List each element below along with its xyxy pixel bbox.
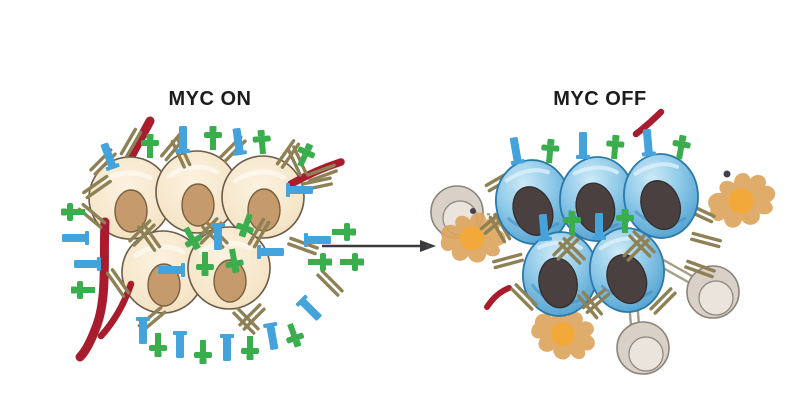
antibody-icon [316,269,344,297]
blood-vessel [75,217,110,362]
debris-dot [470,208,476,214]
antibody-icon [690,231,722,249]
green-receptor-icon [61,203,85,221]
blue-receptor-icon [220,334,234,361]
immune-cell [616,321,670,375]
green-receptor-icon [332,223,356,241]
myc-off-label: MYC OFF [553,88,647,110]
transition-arrow [322,240,436,252]
green-receptor-icon [204,126,222,150]
blue-receptor-icon [62,231,89,245]
myc-off-panel: MYC OFF [425,88,782,375]
green-receptor-icon [308,253,332,271]
green-receptor-icon [340,253,364,271]
green-receptor-icon [605,134,626,160]
green-receptor-icon [194,340,212,364]
vessel-fragment [632,108,665,138]
green-receptor-icon [241,336,259,360]
immune-cell [686,265,740,319]
blood-vessel-branch [97,280,135,340]
myc-on-label: MYC ON [169,88,252,110]
debris-dot [425,243,431,249]
macrophage [702,166,782,235]
green-receptor-icon [540,138,561,164]
blue-receptor-icon [173,331,187,358]
vessel-fragment [484,285,512,310]
blue-receptor-icon [506,136,526,166]
tumor-cell-myc-on [222,156,304,238]
blue-receptor-icon [262,321,282,351]
blue-receptor-icon [295,294,325,324]
green-receptor-icon [251,129,272,155]
blue-receptor-icon [136,317,150,344]
blue-receptor-icon [74,257,101,271]
blue-receptor-icon [576,132,590,159]
myc-on-panel: MYC ON [61,88,364,364]
green-receptor-icon [149,333,167,357]
green-receptor-icon [71,281,95,299]
antibody-icon [492,252,524,270]
antibody-icon [238,303,266,331]
debris-dot [723,170,731,178]
tumor-cell-myc-off [619,149,703,243]
green-receptor-icon [281,320,307,350]
